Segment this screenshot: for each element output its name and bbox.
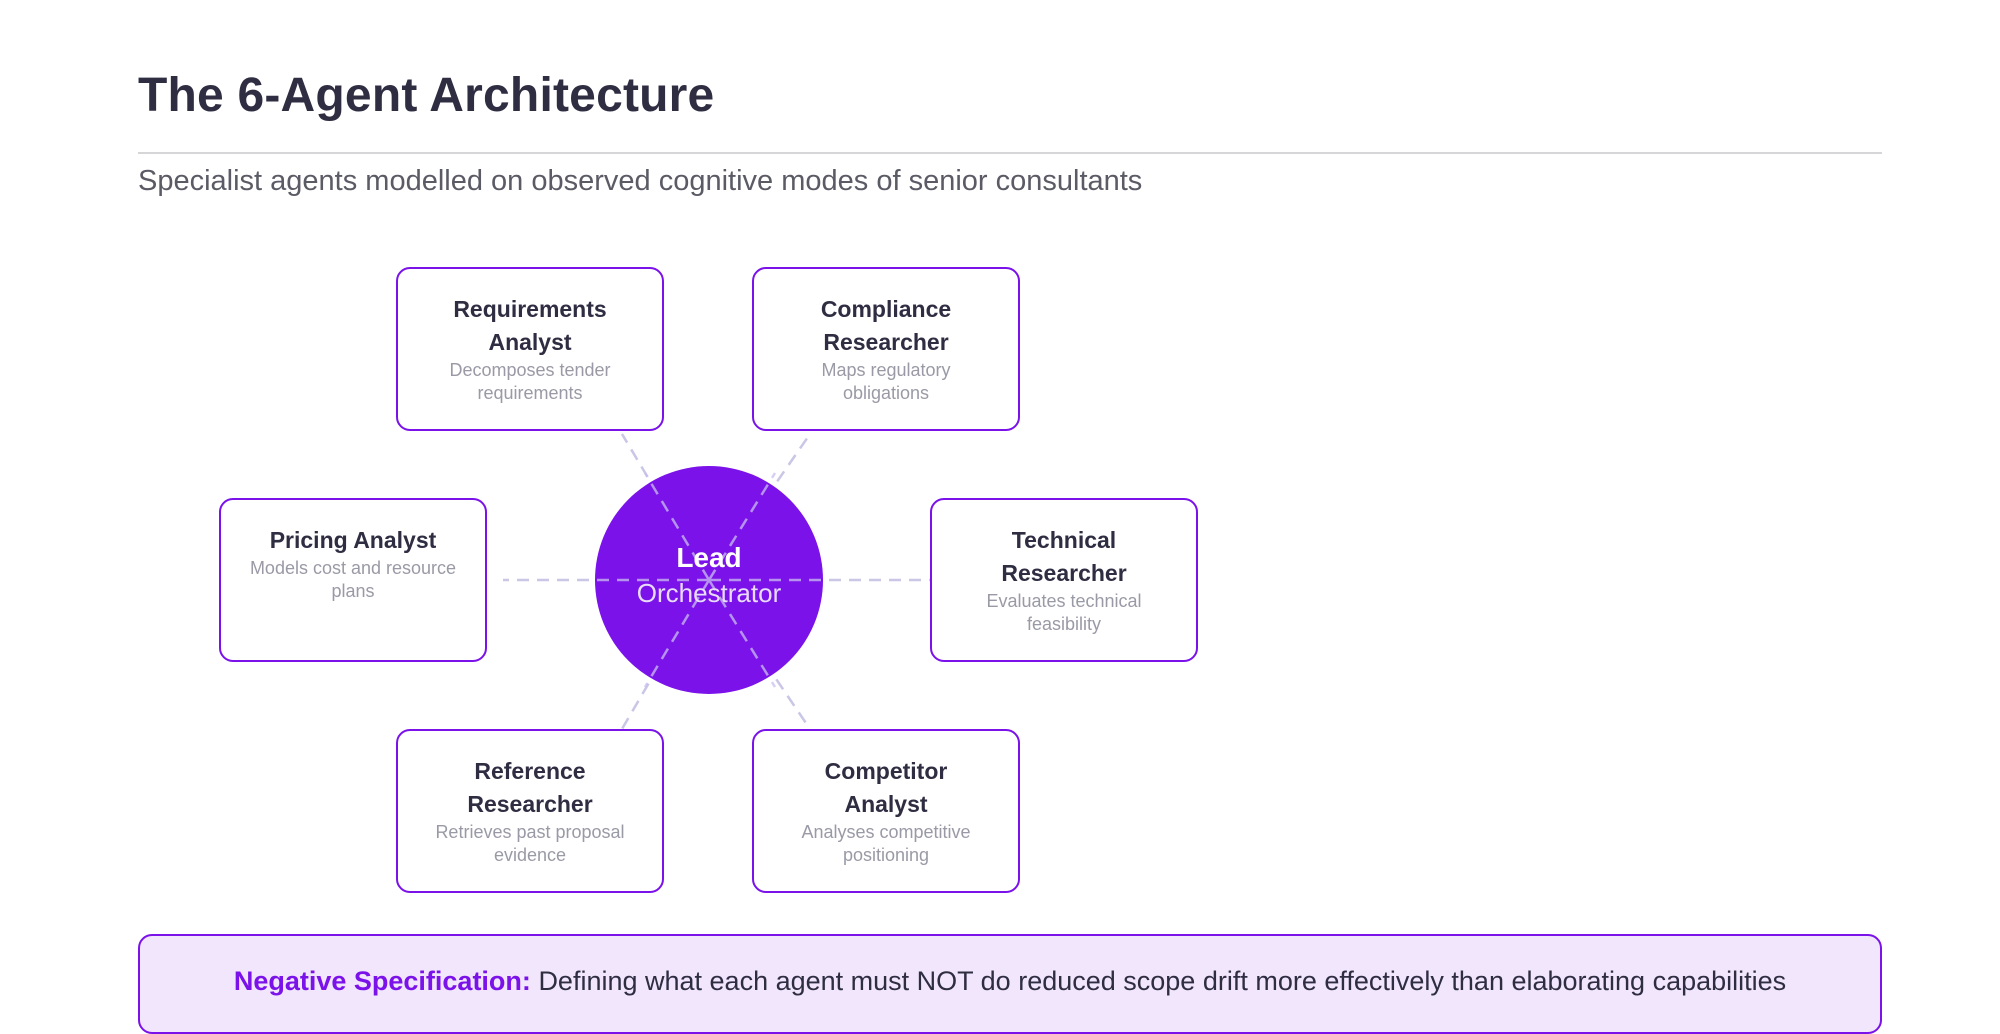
agent-description: Decomposes tender requirements bbox=[449, 360, 611, 403]
agent-description: Retrieves past proposal evidence bbox=[435, 822, 625, 865]
title-divider bbox=[138, 152, 1882, 154]
agent-name: Compliance Researcher bbox=[820, 296, 952, 355]
agent-name: Requirements Analyst bbox=[453, 296, 607, 355]
hub-title: Lead bbox=[676, 542, 742, 573]
agent-description: Maps regulatory obligations bbox=[821, 360, 951, 403]
agent-card-competitor-analyst: Competitor Analyst Analyses competitive … bbox=[752, 729, 1020, 893]
agent-card-compliance-researcher: Compliance Researcher Maps regulatory ob… bbox=[752, 267, 1020, 431]
agent-card-technical-researcher: Technical Researcher Evaluates technical… bbox=[930, 498, 1198, 662]
agent-card-pricing-analyst: Pricing Analyst Models cost and resource… bbox=[219, 498, 487, 662]
agent-name: Pricing Analyst bbox=[269, 527, 437, 553]
negative-specification-callout: Negative Specification: Defining what ea… bbox=[138, 934, 1882, 1034]
page-title: The 6-Agent Architecture bbox=[138, 69, 715, 122]
callout-text: Defining what each agent must NOT do red… bbox=[538, 966, 1787, 996]
agent-name: Competitor Analyst bbox=[824, 758, 948, 817]
page-subtitle: Specialist agents modelled on observed c… bbox=[138, 165, 1143, 197]
agent-card-reference-researcher: Reference Researcher Retrieves past prop… bbox=[396, 729, 664, 893]
agent-description: Models cost and resource plans bbox=[249, 558, 457, 601]
callout-label: Negative Specification: bbox=[233, 966, 531, 996]
hub-subtitle: Orchestrator bbox=[636, 578, 782, 608]
hub-label: Lead Orchestrator bbox=[595, 540, 823, 610]
agent-description: Analyses competitive positioning bbox=[801, 822, 971, 865]
agent-card-requirements-analyst: Requirements Analyst Decomposes tender r… bbox=[396, 267, 664, 431]
agent-name: Reference Researcher bbox=[467, 758, 593, 817]
agent-name: Technical Researcher bbox=[1001, 527, 1127, 586]
agent-description: Evaluates technical feasibility bbox=[986, 591, 1142, 634]
